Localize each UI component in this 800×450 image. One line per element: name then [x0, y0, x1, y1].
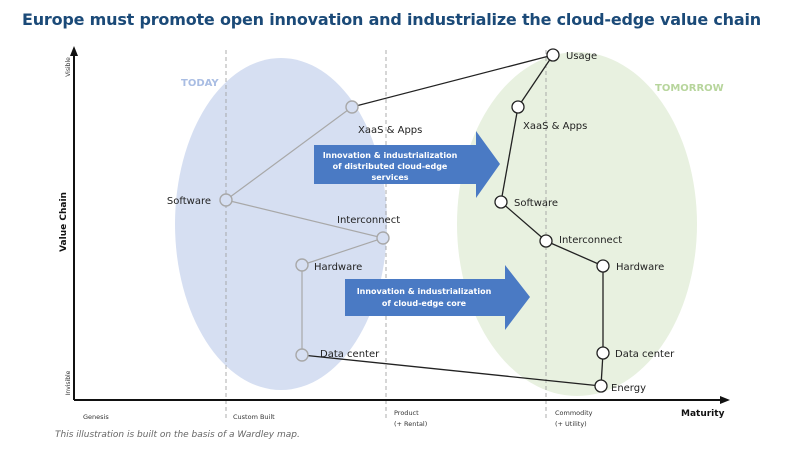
stage-label-product: Product	[394, 409, 419, 417]
innovation-arrow-top-line2: of distributed cloud-edge	[333, 162, 448, 171]
today-node-datacenter	[295, 348, 309, 362]
tomorrow-link-xaas-software	[500, 106, 519, 203]
tomorrow-node-hardware	[596, 259, 610, 273]
today-node-interconnect	[376, 231, 390, 245]
link-today-datacenter-energy	[301, 354, 602, 387]
tomorrow-node-interconnect	[539, 234, 553, 248]
footnote: This illustration is built on the basis …	[55, 430, 300, 440]
innovation-arrow-bottom-line1: Innovation & industrialization	[357, 287, 492, 296]
today-region	[175, 58, 387, 390]
tomorrow-region	[457, 52, 697, 396]
tomorrow-node-energy	[594, 379, 608, 393]
tomorrow-label-interconnect: Interconnect	[559, 235, 622, 246]
innovation-arrow-bottom	[345, 265, 530, 330]
tomorrow-node-xaas	[511, 100, 525, 114]
tomorrow-label: TOMORROW	[655, 83, 724, 94]
tomorrow-label-xaas: XaaS & Apps	[523, 121, 587, 132]
today-label: TODAY	[181, 78, 219, 89]
tomorrow-label-hardware: Hardware	[616, 262, 664, 273]
innovation-arrow-bottom-line2: of cloud-edge core	[382, 299, 467, 308]
y-axis-bottom-label: Invisible	[65, 370, 72, 395]
today-label-interconnect: Interconnect	[337, 215, 400, 226]
today-links	[225, 106, 384, 355]
today-node-software	[219, 193, 233, 207]
stage-label-genesis: Genesis	[83, 413, 109, 421]
x-axis-arrowhead	[720, 396, 730, 404]
tomorrow-link-interconnect-hardware	[545, 240, 604, 267]
y-axis-top-label: Visible	[65, 57, 72, 77]
stage-label-product-sub: (+ Rental)	[394, 420, 427, 428]
y-axis-label: Value Chain	[59, 192, 69, 252]
innovation-arrow-top-line1: Innovation & industrialization	[323, 151, 458, 160]
tomorrow-link-software-interconnect	[500, 201, 547, 242]
page-title: Europe must promote open innovation and …	[22, 10, 761, 29]
tomorrow-links	[500, 54, 604, 387]
tomorrow-label-energy: Energy	[611, 383, 646, 394]
tomorrow-nodes	[494, 48, 610, 393]
tomorrow-label-datacenter: Data center	[615, 349, 675, 360]
stage-label-commodity: Commodity	[555, 409, 593, 417]
tomorrow-node-datacenter	[596, 346, 610, 360]
stage-label-custom: Custom Built	[233, 413, 275, 421]
y-axis-arrowhead	[70, 46, 78, 56]
today-link-xaas-software	[225, 106, 353, 201]
tomorrow-node-software	[494, 195, 508, 209]
innovation-arrow-top-line3: services	[371, 173, 408, 182]
today-label-datacenter: Data center	[320, 349, 380, 360]
x-axis-label: Maturity	[681, 409, 725, 419]
today-label-xaas: XaaS & Apps	[358, 125, 422, 136]
tomorrow-node-usage	[546, 48, 560, 62]
stage-label-commodity-sub: (+ Utility)	[555, 420, 587, 428]
today-node-xaas	[345, 100, 359, 114]
today-link-software-interconnect	[225, 199, 384, 239]
tomorrow-link-usage-xaas	[517, 54, 554, 108]
today-nodes	[219, 100, 390, 362]
tomorrow-label-usage: Usage	[566, 51, 597, 62]
today-node-hardware	[295, 258, 309, 272]
tomorrow-label-software: Software	[514, 198, 558, 209]
today-label-hardware: Hardware	[314, 262, 362, 273]
today-label-software: Software	[167, 196, 211, 207]
innovation-arrow-top	[314, 131, 500, 198]
today-link-interconnect-hardware	[301, 237, 384, 266]
link-today-xaas-usage	[351, 54, 554, 108]
